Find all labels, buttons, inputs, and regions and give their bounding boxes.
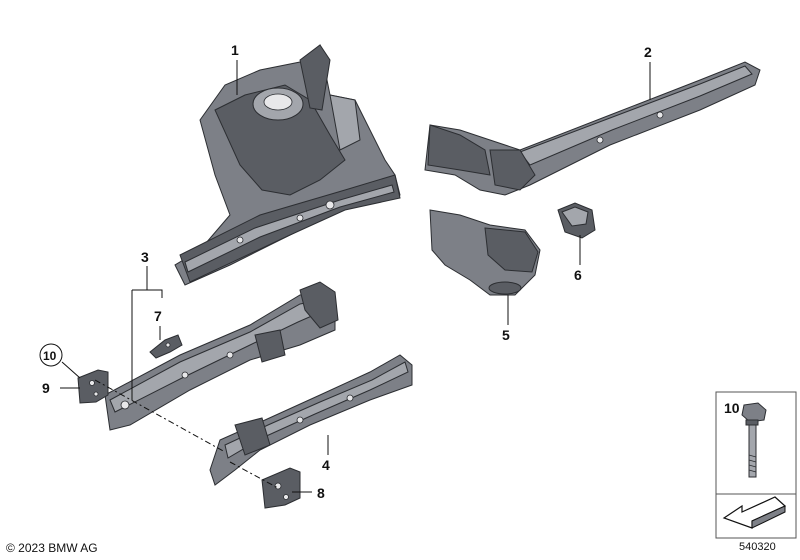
callout-5[interactable]: 5 — [502, 327, 510, 343]
callout-2[interactable]: 2 — [644, 44, 652, 60]
callout-3[interactable]: 3 — [141, 249, 149, 265]
part-4-lower-member[interactable] — [209, 354, 413, 486]
part-5-bracket[interactable] — [429, 209, 541, 296]
part-7-clip[interactable] — [149, 334, 183, 359]
bolt-icon — [741, 402, 767, 478]
part-8-plate[interactable] — [261, 467, 301, 509]
callout-6[interactable]: 6 — [574, 267, 582, 283]
part-2-side-sill[interactable] — [424, 61, 761, 196]
callout-1[interactable]: 1 — [231, 42, 239, 58]
callout-10-circle — [39, 343, 63, 367]
assembly-line-upper — [94, 379, 226, 453]
callout-7[interactable]: 7 — [154, 308, 162, 324]
diagram-id: 540320 — [739, 541, 776, 553]
part-6-small-bracket[interactable] — [557, 202, 596, 239]
part-9-plate[interactable] — [77, 369, 109, 404]
leader-3b — [132, 289, 163, 298]
leader-10 — [61, 361, 81, 379]
callout-9[interactable]: 9 — [42, 380, 50, 396]
assembly-line-lower — [229, 461, 279, 489]
callout-8[interactable]: 8 — [317, 485, 325, 501]
part-1-wheelhouse[interactable] — [174, 44, 401, 286]
callout-10[interactable]: 10 — [43, 349, 57, 363]
inset-bolt-box: 10 — [715, 391, 797, 539]
copyright-text: © 2023 BMW AG — [6, 541, 98, 555]
inset-label: 10 — [724, 400, 740, 416]
direction-arrow-icon — [722, 496, 787, 529]
part-3-side-member[interactable] — [104, 281, 339, 431]
callout-4[interactable]: 4 — [322, 457, 330, 473]
